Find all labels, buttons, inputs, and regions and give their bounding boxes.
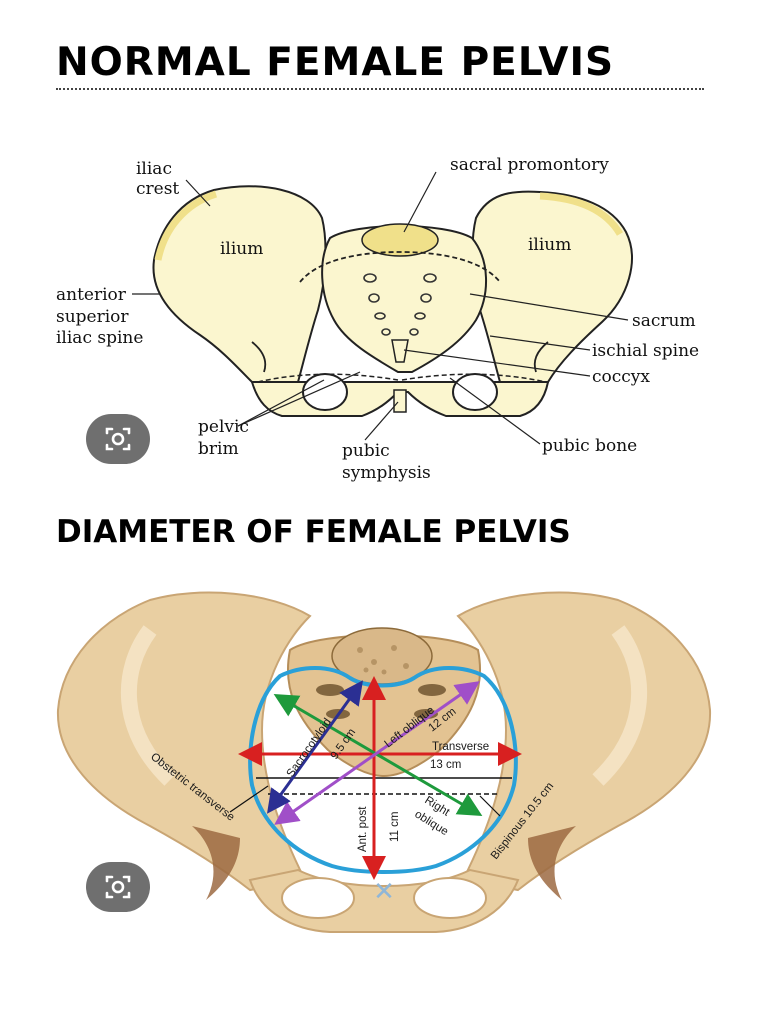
label-anterior: anterior <box>56 285 127 305</box>
label-transverse-value: 13 cm <box>430 759 461 771</box>
section-title-diameter: DIAMETER OF FEMALE PELVIS <box>56 514 571 550</box>
label-iliac-spine: iliac spine <box>56 328 143 348</box>
symphysis-mark: ✕ <box>373 877 395 907</box>
title-divider <box>56 88 704 90</box>
label-ischial-spine: ischial spine <box>592 341 699 361</box>
label-iliac: iliac <box>136 159 172 179</box>
label-pelvic: pelvic <box>198 417 249 437</box>
label-coccyx: coccyx <box>592 367 650 387</box>
label-transverse: Transverse <box>432 741 489 753</box>
label-ilium-left: ilium <box>220 239 263 259</box>
label-sacrum: sacrum <box>632 311 696 331</box>
label-brim: brim <box>198 439 239 459</box>
label-ant-post-value: 11 cm <box>389 812 401 842</box>
right-ilium-shape <box>471 190 633 383</box>
coccyx-shape <box>391 339 409 363</box>
label-ant-post: Ant. post <box>357 806 369 852</box>
visual-search-button[interactable] <box>86 414 150 464</box>
sacrocotyloid-arrow <box>266 680 364 814</box>
sacral-promontory-shape <box>361 223 439 257</box>
lens-search-icon <box>105 427 131 451</box>
label-crest: crest <box>136 179 179 199</box>
label-pubic: pubic <box>342 441 390 461</box>
label-symphysis: symphysis <box>342 463 431 483</box>
sacrum-shape <box>321 225 487 373</box>
visual-search-button[interactable] <box>86 862 150 912</box>
lens-search-icon <box>105 875 131 899</box>
label-superior: superior <box>56 307 129 327</box>
page-title: NORMAL FEMALE PELVIS <box>56 40 615 85</box>
label-ilium-right: ilium <box>528 235 571 255</box>
pelvic-brim-line <box>299 251 501 283</box>
label-sacral-promontory: sacral promontory <box>450 155 609 175</box>
normal-pelvis-diagram: iliac crest sacral promontory ilium iliu… <box>52 144 716 490</box>
label-pubic-bone: pubic bone <box>542 436 637 456</box>
